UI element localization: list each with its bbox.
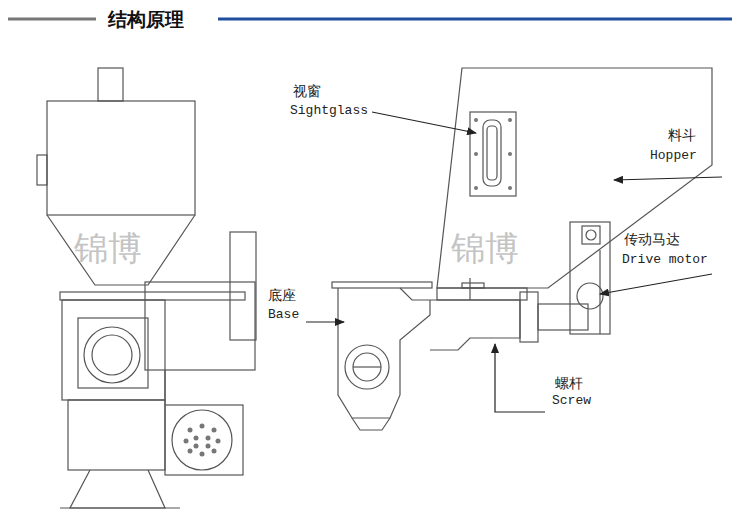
part-name: Hopper — [650, 147, 697, 164]
watermark: 锦博 — [451, 228, 519, 268]
part-name: 料斗 — [668, 126, 696, 144]
part-name: Screw — [552, 392, 591, 409]
watermark: 锦博 — [74, 228, 142, 268]
part-name: 底座 — [268, 286, 296, 304]
part-name: Sightglass — [290, 102, 368, 119]
part-name: 传动马达 — [624, 230, 680, 248]
part-name: 螺杆 — [555, 374, 583, 392]
part-name: Base — [268, 306, 299, 323]
part-name: 视窗 — [293, 82, 321, 100]
part-name: Drive motor — [622, 251, 708, 268]
section-title: 结构原理 — [108, 7, 184, 31]
